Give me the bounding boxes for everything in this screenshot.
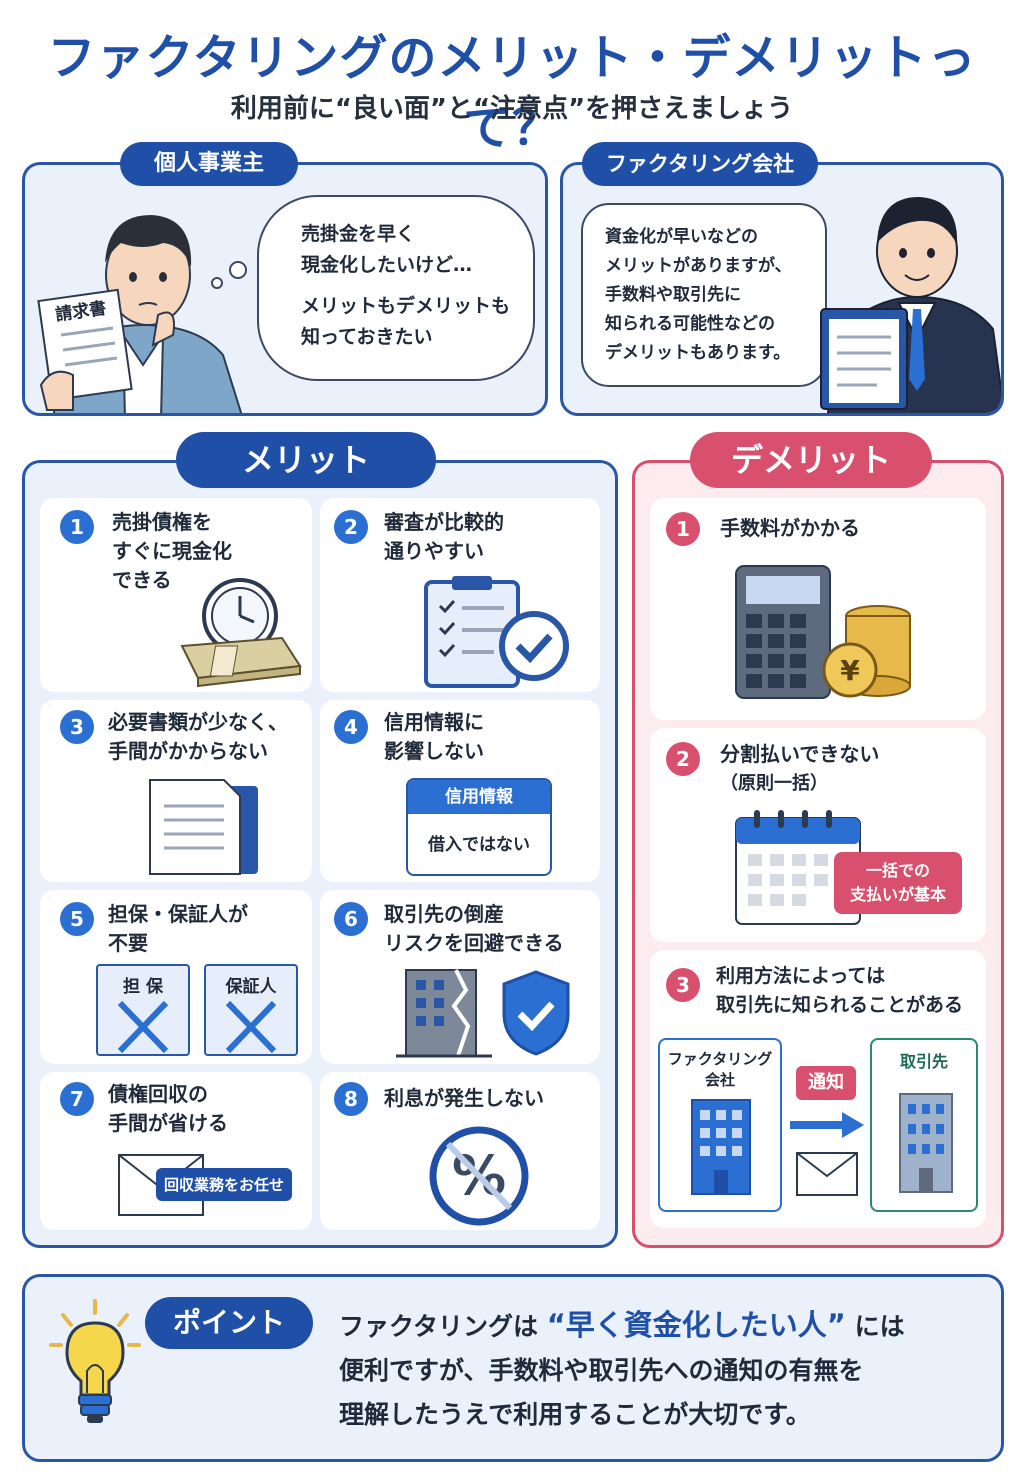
credit-info-body: 借入ではない <box>428 835 530 855</box>
demerit-number-2: 2 <box>666 742 700 776</box>
merit-text-2: 審査が比較的 通りやすい <box>384 510 504 563</box>
merit-text-6: 取引先の倒産 リスクを回避できる <box>384 902 564 955</box>
demerits-label: デメリット <box>690 432 932 488</box>
thought-dot-medium <box>229 261 247 279</box>
merit-text-4: 信用情報に 影響しない <box>384 710 484 763</box>
lightbulb-icon <box>49 1299 141 1423</box>
demerit-number-1: 1 <box>666 512 700 546</box>
demerit-card-2: 2 分割払いできない （原則一括） 一括での 支払いが基本 <box>650 728 986 942</box>
businessman-illustration <box>820 197 1001 413</box>
merit-card-7: 7 債権回収の 手間が省ける 回収業務をお任せ <box>40 1072 312 1230</box>
merit-number-8: 8 <box>334 1082 368 1116</box>
point-highlight: “早く資金化したい人” <box>546 1308 846 1342</box>
factoring-company-box: ファクタリング 会社 <box>658 1038 782 1212</box>
merits-label: メリット <box>176 432 436 488</box>
page-subtitle: 利用前に“良い面”と“注意点”を押さえましょう <box>230 94 794 124</box>
merit-number-4: 4 <box>334 710 368 744</box>
merit-card-2: 2 審査が比較的 通りやすい <box>320 498 600 692</box>
envelope-icon <box>796 1152 858 1196</box>
building-icon <box>899 1093 953 1193</box>
collateral-box: 担 保 <box>96 964 190 1056</box>
arrow-right-icon <box>790 1112 864 1138</box>
checklist-icon <box>424 576 569 688</box>
demerit-text-2: 分割払いできない （原則一括） <box>720 742 880 794</box>
thought-line-4: 知っておきたい <box>301 326 433 348</box>
speech-bubble: 資金化が早いなどの メリットがありますが、 手数料や取引先に 知られる可能性など… <box>581 203 827 387</box>
company-label: ファクタリング会社 <box>582 142 818 186</box>
thought-line-2: 現金化したいけど… <box>301 254 473 276</box>
company-panel: 資金化が早いなどの メリットがありますが、 手数料や取引先に 知られる可能性など… <box>560 162 1004 416</box>
clock-money-icon <box>180 578 302 688</box>
merit-number-1: 1 <box>60 510 94 544</box>
lump-sum-tag: 一括での 支払いが基本 <box>834 852 962 914</box>
speech-line-2: メリットがありますが、 <box>605 256 792 276</box>
page-title: ファクタリングのメリット・デメリットって？ <box>47 30 977 156</box>
guarantor-label: 保証人 <box>225 977 277 997</box>
calculator-coins-icon: ¥ <box>735 565 911 699</box>
client-box: 取引先 <box>870 1038 978 1212</box>
point-text: ファクタリングは “早く資金化したい人” には 便利ですが、手数料や取引先への通… <box>339 1303 905 1437</box>
notice-tag: 通知 <box>796 1066 856 1100</box>
guarantor-box: 保証人 <box>204 964 298 1056</box>
merit-number-6: 6 <box>334 902 368 936</box>
thought-line-1: 売掛金を早く <box>301 223 416 245</box>
merit-card-5: 5 担保・保証人が 不要 担 保 保証人 <box>40 890 312 1064</box>
calendar-icon <box>735 810 861 925</box>
documents-icon <box>149 779 258 875</box>
merit-text-1: 売掛債権を すぐに現金化 できる <box>112 510 232 592</box>
person-thinking-illustration <box>37 215 243 413</box>
building-icon <box>691 1099 751 1195</box>
collection-tag: 回収業務をお任せ <box>156 1168 293 1201</box>
thought-bubble: 売掛金を早く 現金化したいけど… メリットもデメリットも 知っておきたい <box>257 195 535 381</box>
merit-card-3: 3 必要書類が少なく、 手間がかからない <box>40 700 312 882</box>
demerit-card-1: 1 手数料がかかる ¥ <box>650 498 986 720</box>
demerit-card-3: 3 利用方法によっては 取引先に知られることがある ファクタリング 会社 通知 … <box>650 950 986 1228</box>
point-line-3: 理解したうえで利用することが大切です。 <box>339 1400 811 1429</box>
factoring-company-label-2: 会社 <box>704 1071 735 1089</box>
point-line-1: ファクタリングは “早く資金化したい人” には <box>339 1308 905 1342</box>
credit-info-header: 信用情報 <box>408 780 550 814</box>
merit-text-3: 必要書類が少なく、 手間がかからない <box>108 710 288 763</box>
cross-icon <box>117 1000 169 1054</box>
speech-line-4: 知られる可能性などの <box>605 314 775 334</box>
point-label: ポイント <box>145 1297 313 1349</box>
thought-line-3: メリットもデメリットも <box>301 295 511 317</box>
cracked-building-shield-icon <box>396 969 570 1058</box>
merit-card-8: 8 利息が発生しない % <box>320 1072 600 1230</box>
credit-info-card: 信用情報 借入ではない <box>406 778 552 876</box>
demerit-text-3: 利用方法によっては 取引先に知られることがある <box>716 965 964 1016</box>
speech-line-1: 資金化が早いなどの <box>605 227 758 247</box>
factoring-company-label-1: ファクタリング <box>667 1050 773 1068</box>
speech-line-3: 手数料や取引先に <box>605 285 741 305</box>
demerit-number-3: 3 <box>666 968 700 1002</box>
merit-text-8: 利息が発生しない <box>384 1086 544 1110</box>
merit-text-5: 担保・保証人が 不要 <box>108 902 248 955</box>
speech-line-5: デメリットもあります。 <box>605 343 791 363</box>
collateral-label: 担 保 <box>123 977 163 997</box>
demerit-text-1: 手数料がかかる <box>720 516 860 540</box>
svg-text:¥: ¥ <box>840 654 860 687</box>
merit-number-2: 2 <box>334 510 368 544</box>
merit-card-1: 1 売掛債権を すぐに現金化 できる <box>40 498 312 692</box>
merit-text-7: 債権回収の 手間が省ける <box>108 1082 228 1135</box>
point-line-2: 便利ですが、手数料や取引先への通知の有無を <box>339 1356 864 1385</box>
thought-dot-small <box>211 277 223 289</box>
merit-number-3: 3 <box>60 710 94 744</box>
merit-card-6: 6 取引先の倒産 リスクを回避できる <box>320 890 600 1064</box>
individual-panel: 請求書 売掛金を早く 現金化したいけど… メリットもデメリットも 知っておきたい <box>22 162 548 416</box>
merit-card-4: 4 信用情報に 影響しない 信用情報 借入ではない <box>320 700 600 882</box>
merit-number-7: 7 <box>60 1082 94 1116</box>
cross-icon <box>225 1000 277 1054</box>
point-panel: ポイント ファクタリングは “早く資金化したい人” には 便利ですが、手数料や取… <box>22 1274 1004 1462</box>
merit-number-5: 5 <box>60 902 94 936</box>
client-label: 取引先 <box>899 1052 948 1071</box>
individual-label: 個人事業主 <box>120 142 298 186</box>
no-interest-icon: % <box>429 1126 529 1226</box>
